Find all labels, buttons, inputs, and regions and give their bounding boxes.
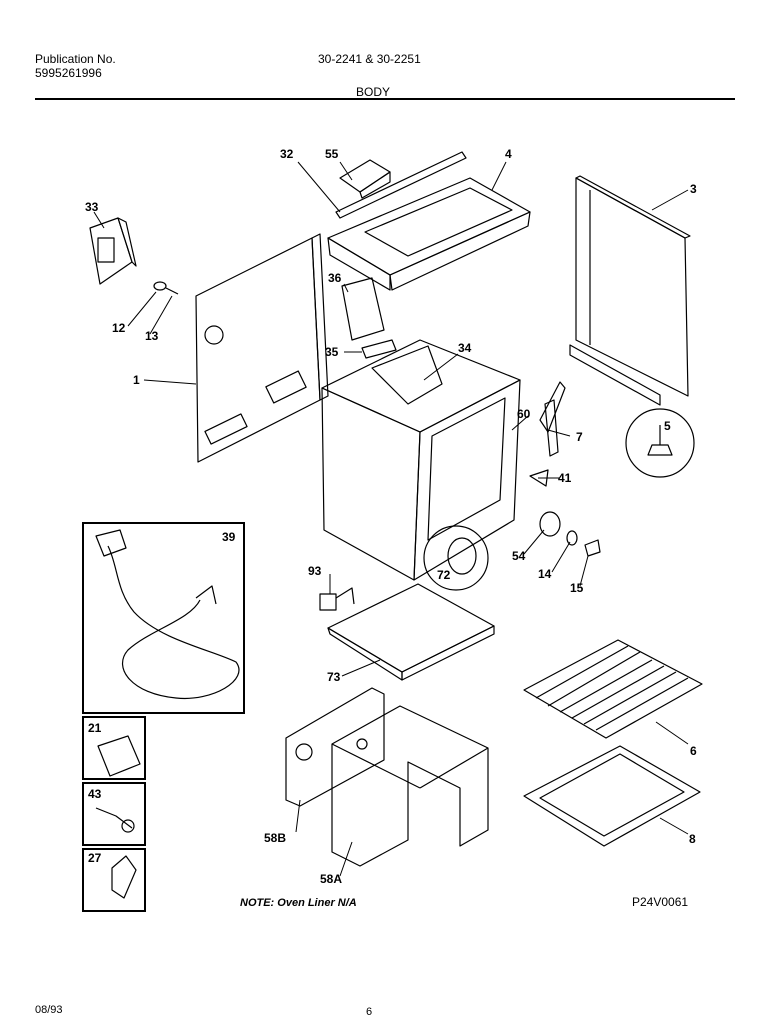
oven-switch-part [319,587,355,611]
screw-detail-box [82,782,146,846]
footer-date: 08/93 [35,1004,63,1016]
callout-32: 32 [280,147,294,161]
callout-43: 43 [88,787,102,801]
callout-39: 39 [222,530,236,544]
diagram-code: P24V0061 [632,895,689,909]
header-rule [35,98,735,100]
publication-label: Publication No. [35,52,116,66]
oven-light-parts [539,511,601,557]
callout-36: 36 [328,271,342,285]
cord-clamp-detail-box [82,716,146,780]
terminal-block-part [89,217,137,285]
model-numbers: 30-2241 & 30-2251 [318,52,421,66]
callout-3: 3 [690,182,697,196]
callout-15: 15 [570,581,584,595]
callout-93: 93 [308,564,322,578]
callout-58A: 58A [320,872,343,886]
callout-13: 13 [145,329,159,343]
callout-54: 54 [512,549,526,563]
oven-body-part [321,339,521,581]
light-cover-detail [423,525,489,591]
side-liner-part [285,687,385,807]
callout-7: 7 [576,430,583,444]
power-cord-part [95,529,240,700]
callout-55: 55 [325,147,339,161]
oven-rack-part [523,639,703,739]
callout-33: 33 [85,200,99,214]
leveling-leg-detail [625,408,695,478]
callout-6: 6 [690,744,697,758]
front-trim-strip [335,151,467,219]
callout-27: 27 [88,851,102,865]
callout-4: 4 [505,147,512,161]
cord-clamp-part [97,735,141,777]
door-panel-part [569,175,691,406]
callout-5: 5 [664,419,671,433]
oven-liner-note: NOTE: Oven Liner N/A [240,897,357,909]
clip-detail-box [82,848,146,912]
clip-part [111,855,137,899]
top-panel-part [327,177,531,291]
page-number: 6 [366,1006,373,1018]
callout-41: 41 [558,471,572,485]
callout-34: 34 [458,341,472,355]
callout-35: 35 [325,345,339,359]
callout-14: 14 [538,567,552,581]
callout-12: 12 [112,321,126,335]
publication-number: 5995261996 [35,66,102,80]
callout-21: 21 [88,721,102,735]
back-panel-part [195,233,329,463]
screw-12-13-part [153,281,179,295]
bottom-panel-part [327,583,495,681]
vent-bracket [339,159,391,199]
callout-1: 1 [133,373,140,387]
callout-60: 60 [517,407,531,421]
screw-part [95,807,135,833]
power-cord-detail-box [82,522,245,714]
section-title: BODY [356,85,391,99]
callout-72: 72 [437,568,451,582]
oven-liner-part [331,705,489,867]
broil-pan-part [523,745,701,847]
callout-58B: 58B [264,831,287,845]
leader-lines [93,161,689,877]
vent-duct-part [341,277,443,405]
callout-73: 73 [327,670,341,684]
callout-8: 8 [689,832,696,846]
